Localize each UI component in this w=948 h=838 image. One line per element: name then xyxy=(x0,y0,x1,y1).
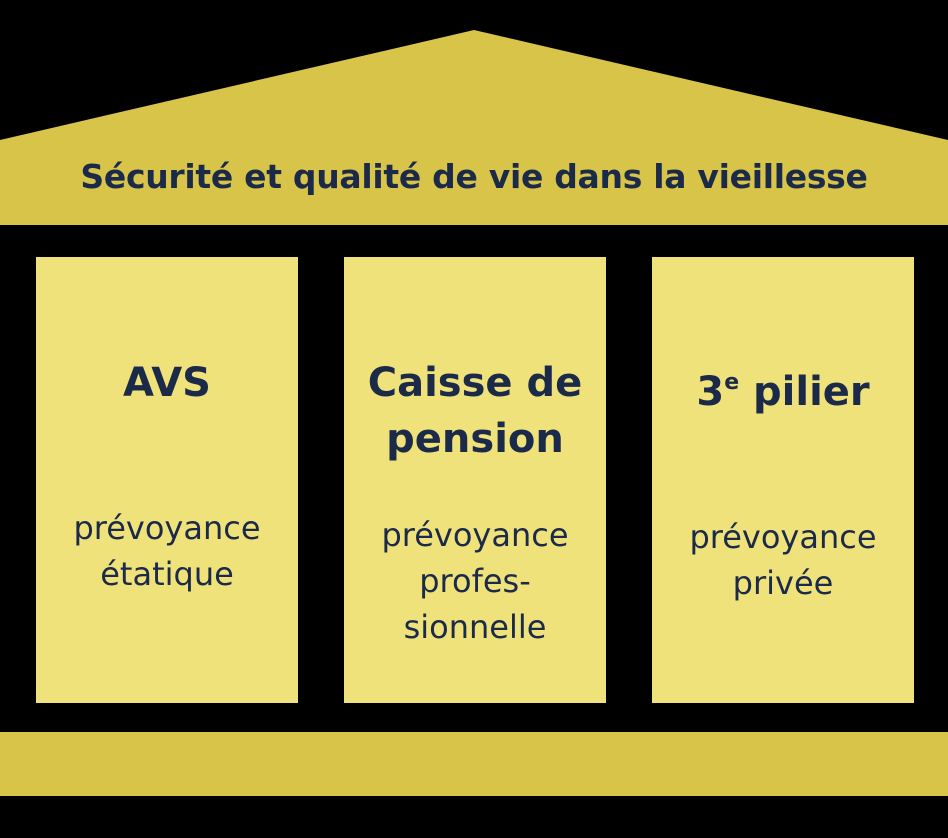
pillar-title: Caisse de pension xyxy=(367,360,583,462)
roof xyxy=(0,30,948,225)
pillar-title-number: 3 xyxy=(696,369,725,415)
pillar-subtitle: prévoyance profes- sionnelle xyxy=(381,516,569,646)
pillar-caisse-de-pension: Caisse de pension prévoyance profes- sio… xyxy=(344,257,606,703)
pillar-subtitle: prévoyance étatique xyxy=(73,509,261,593)
pillar-avs: AVS prévoyance étatique xyxy=(36,257,298,703)
pillar-title-suffix: pilier xyxy=(739,369,870,415)
pillar-title-superscript: e xyxy=(724,370,740,395)
roof-title: Sécurité et qualité de vie dans la vieil… xyxy=(80,156,868,196)
pillar-3e-pilier: 3e pilier prévoyance privée xyxy=(652,257,914,703)
pillar-title: AVS xyxy=(122,360,211,406)
base-step xyxy=(0,732,948,796)
pillar-title: 3e pilier xyxy=(652,355,914,420)
pillar-subtitle: prévoyance privée xyxy=(689,518,877,602)
